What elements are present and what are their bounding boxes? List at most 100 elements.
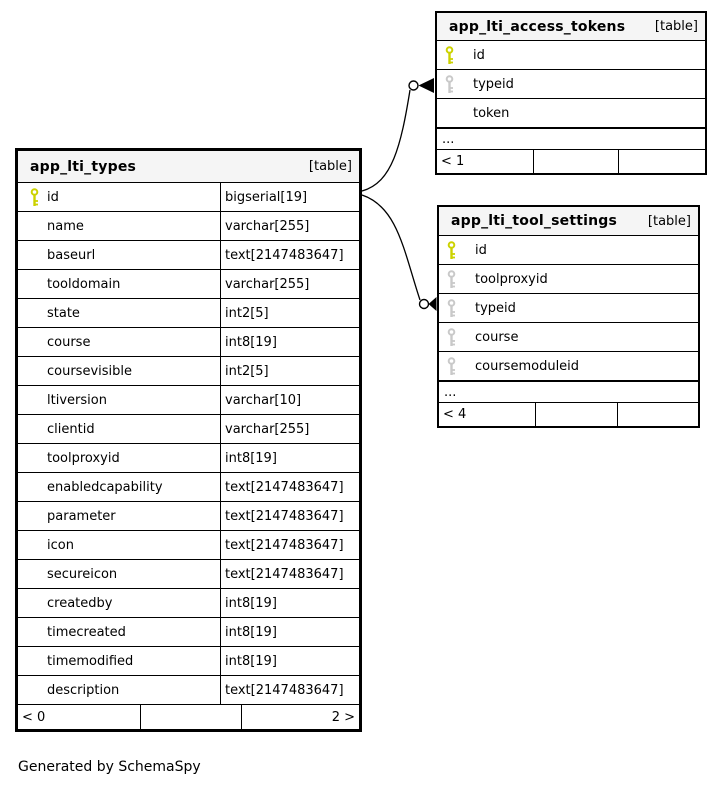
column-row[interactable]: toolproxyid [439, 264, 698, 293]
column-row[interactable]: parameter text[2147483647] [18, 501, 359, 530]
column-name: baseurl [47, 247, 96, 263]
key-icon [28, 187, 40, 207]
column-row[interactable]: icon text[2147483647] [18, 530, 359, 559]
column-name-cell: id [439, 236, 698, 264]
table-header[interactable]: app_lti_types [table] [18, 151, 359, 182]
column-type: int2[5] [225, 363, 269, 379]
column-row[interactable]: id bigserial[19] [18, 182, 359, 211]
column-row[interactable]: baseurl text[2147483647] [18, 240, 359, 269]
column-name: secureicon [47, 566, 118, 582]
column-row[interactable]: id [437, 40, 705, 69]
column-name-cell: id [437, 41, 705, 69]
table-header[interactable]: app_lti_access_tokens [table] [437, 13, 705, 40]
column-type: bigserial[19] [225, 189, 308, 205]
column-name-cell: baseurl [18, 241, 221, 269]
column-name-cell: toolproxyid [18, 444, 221, 472]
column-name-cell: id [18, 183, 221, 211]
table-title: app_lti_tool_settings [451, 213, 618, 229]
column-row[interactable]: description text[2147483647] [18, 675, 359, 704]
footer-parent-count: < 1 [441, 154, 465, 169]
key-icon [445, 356, 457, 376]
column-name-cell: clientid [18, 415, 221, 443]
column-name: id [475, 242, 487, 258]
column-rows: id typeid [437, 40, 705, 127]
column-type: varchar[255] [225, 218, 310, 234]
column-type: varchar[255] [225, 421, 310, 437]
footer-child-count: 2 > [241, 705, 359, 729]
table-footer: < 4 [439, 402, 698, 426]
column-row[interactable]: id [439, 235, 698, 264]
column-name-cell: ltiversion [18, 386, 221, 414]
key-icon [445, 269, 457, 289]
table-header[interactable]: app_lti_tool_settings [table] [439, 207, 698, 235]
column-type: int8[19] [225, 653, 277, 669]
column-type: int8[19] [225, 624, 277, 640]
column-row[interactable]: typeid [439, 293, 698, 322]
column-type: int8[19] [225, 595, 277, 611]
footer-middle-cell [535, 403, 617, 426]
column-row[interactable]: course [439, 322, 698, 351]
table-app-lti-access-tokens: app_lti_access_tokens [table] id [435, 11, 707, 175]
column-name: toolproxyid [47, 450, 120, 466]
column-type: int2[5] [225, 305, 269, 321]
footer-child-count [618, 150, 705, 173]
column-row[interactable]: timecreated int8[19] [18, 617, 359, 646]
key-icon [445, 327, 457, 347]
column-name: icon [47, 537, 74, 553]
column-row[interactable]: state int2[5] [18, 298, 359, 327]
column-row[interactable]: clientid varchar[255] [18, 414, 359, 443]
column-rows: id toolproxyid [439, 235, 698, 380]
arrowhead-icon [418, 78, 434, 93]
column-type: text[2147483647] [225, 537, 344, 553]
relationship-line-types-to-access-tokens [361, 89, 411, 192]
cardinality-circle-icon [418, 298, 430, 310]
column-name: token [473, 105, 510, 121]
column-row[interactable]: toolproxyid int8[19] [18, 443, 359, 472]
column-row[interactable]: token [437, 98, 705, 127]
column-name: course [47, 334, 91, 350]
column-type: int8[19] [225, 334, 277, 350]
column-name: timemodified [47, 653, 134, 669]
column-row[interactable]: name varchar[255] [18, 211, 359, 240]
key-icon [443, 74, 455, 94]
hidden-columns-ellipsis: ... [437, 127, 705, 149]
column-row[interactable]: ltiversion varchar[10] [18, 385, 359, 414]
column-type: text[2147483647] [225, 566, 344, 582]
column-name-cell: state [18, 299, 221, 327]
column-name-cell: parameter [18, 502, 221, 530]
generated-by-caption: Generated by SchemaSpy [18, 759, 201, 775]
table-title: app_lti_access_tokens [449, 18, 626, 35]
column-name-cell: course [439, 323, 698, 351]
table-footer: < 1 [437, 149, 705, 173]
column-row[interactable]: coursevisible int2[5] [18, 356, 359, 385]
column-row[interactable]: timemodified int8[19] [18, 646, 359, 675]
column-name: ltiversion [47, 392, 107, 408]
column-name: clientid [47, 421, 95, 437]
column-row[interactable]: course int8[19] [18, 327, 359, 356]
column-name-cell: coursemoduleid [439, 352, 698, 380]
key-icon [445, 240, 457, 260]
column-name: name [47, 218, 84, 234]
column-row[interactable]: tooldomain varchar[255] [18, 269, 359, 298]
column-row[interactable]: enabledcapability text[2147483647] [18, 472, 359, 501]
footer-child-count [617, 403, 698, 426]
column-name: id [47, 189, 59, 205]
column-name-cell: icon [18, 531, 221, 559]
column-row[interactable]: createdby int8[19] [18, 588, 359, 617]
column-name: course [475, 329, 519, 345]
column-row[interactable]: secureicon text[2147483647] [18, 559, 359, 588]
table-type-tag: [table] [308, 159, 352, 174]
column-name-cell: description [18, 676, 221, 704]
column-row[interactable]: typeid [437, 69, 705, 98]
column-name: createdby [47, 595, 113, 611]
column-name: coursevisible [47, 363, 133, 379]
column-type: int8[19] [225, 450, 277, 466]
column-row[interactable]: coursemoduleid [439, 351, 698, 380]
cardinality-circle-icon [408, 80, 419, 91]
column-name-cell: secureicon [18, 560, 221, 588]
column-name-cell: toolproxyid [439, 265, 698, 293]
column-type: text[2147483647] [225, 247, 344, 263]
column-name-cell: createdby [18, 589, 221, 617]
relationship-line-types-to-tool-settings [361, 194, 421, 301]
column-name: id [473, 47, 485, 63]
